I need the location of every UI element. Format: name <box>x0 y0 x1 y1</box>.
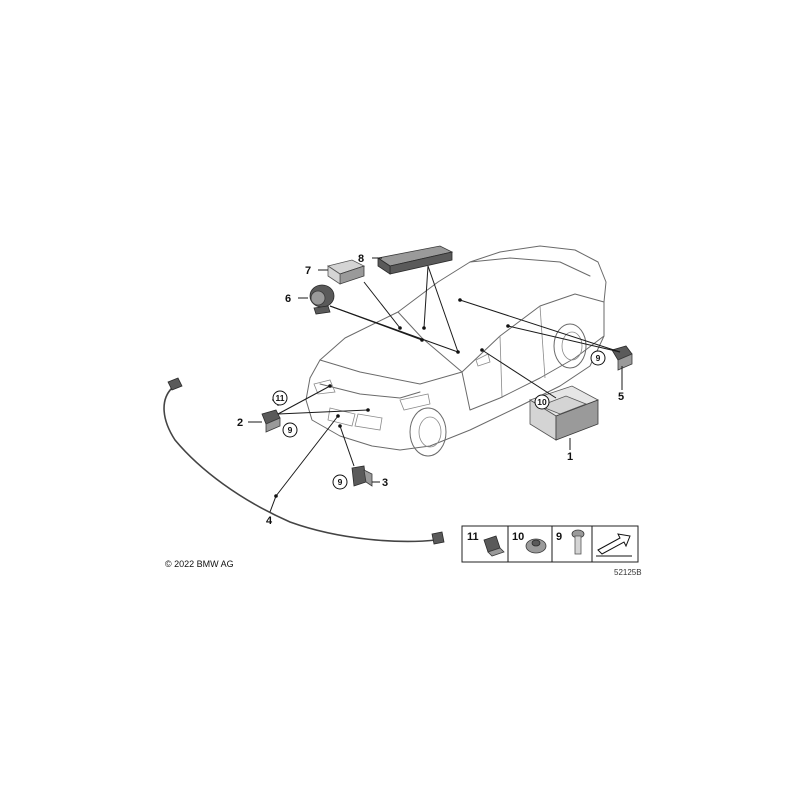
part-4-cable-harness <box>163 377 445 545</box>
legend-label-10: 10 <box>512 531 524 543</box>
part-8-roof-module <box>376 245 454 275</box>
car-outline <box>305 245 607 457</box>
circled-ref-9-front: 9 <box>282 422 298 438</box>
circled-ref-10: 10 <box>534 394 550 410</box>
callout-4: 4 <box>266 515 273 527</box>
bracket-clip-icon <box>483 535 505 557</box>
svg-text:9: 9 <box>596 353 601 363</box>
circled-ref-9-rear: 9 <box>590 350 606 366</box>
circled-ref-11: 11 <box>272 390 288 406</box>
nut-icon <box>525 538 547 554</box>
legend-label-11: 11 <box>467 531 479 543</box>
hardware-legend: 11 10 9 <box>461 525 639 563</box>
callout-2: 2 <box>237 417 243 429</box>
screw-icon <box>571 529 585 555</box>
callout-3: 3 <box>382 477 388 489</box>
callout-7: 7 <box>305 265 311 277</box>
part-6-round-sensor <box>309 284 335 315</box>
diagram-code: 52125B <box>614 568 642 577</box>
copyright: © 2022 BMW AG <box>165 559 234 569</box>
circled-ref-9-bracket: 9 <box>332 474 348 490</box>
callout-6: 6 <box>285 293 291 305</box>
callout-1: 1 <box>567 451 573 463</box>
leader-lines <box>248 257 623 513</box>
svg-text:9: 9 <box>338 477 343 487</box>
svg-text:9: 9 <box>288 425 293 435</box>
svg-text:10: 10 <box>537 397 547 407</box>
part-7-control-unit <box>327 259 366 285</box>
direction-arrow-icon <box>596 533 632 557</box>
callout-8: 8 <box>358 253 364 265</box>
part-1-main-control-module <box>529 385 599 441</box>
part-2-front-sensor <box>261 409 281 433</box>
legend-label-9: 9 <box>556 531 562 543</box>
part-3-bracket-sensor <box>351 465 373 487</box>
svg-text:11: 11 <box>276 393 285 403</box>
callout-5: 5 <box>618 391 624 403</box>
